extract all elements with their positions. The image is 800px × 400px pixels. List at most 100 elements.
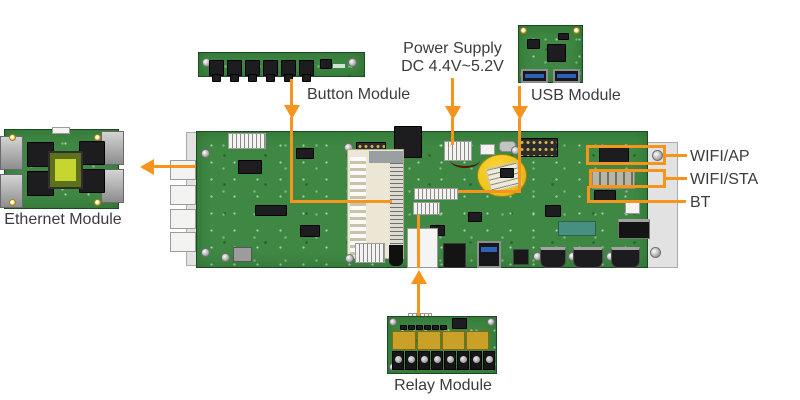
power-supply-label-line2: DC 4.4V~5.2V <box>401 58 504 75</box>
ethernet-transformer-cage <box>0 136 23 170</box>
wifi-sta-callout-line <box>666 177 687 180</box>
screw-hole <box>345 254 354 263</box>
button-leader-vertical <box>290 117 293 202</box>
relay-leader-vertical <box>417 215 420 268</box>
ic-chip <box>547 44 566 62</box>
usb-module-board <box>516 23 586 85</box>
chip-die <box>55 159 76 181</box>
screw-hole <box>94 134 101 141</box>
screw-hole <box>348 58 357 67</box>
terminal-block <box>431 351 443 370</box>
wifi-ap-callout-line <box>666 154 687 157</box>
button-arrow-down-icon <box>284 105 300 119</box>
barcode-sticker <box>390 163 403 255</box>
ethernet-arrow-line <box>153 165 196 168</box>
mini-usb-port <box>233 247 252 262</box>
smd-part <box>424 325 431 330</box>
power-supply-label: Power Supply DC 4.4V~5.2V <box>385 40 520 76</box>
ethernet-arrow-left-icon <box>140 159 154 175</box>
button-stem <box>230 74 239 82</box>
wifi-sta-callout-box <box>589 169 666 188</box>
ethernet-transformer-cage <box>0 174 23 208</box>
ic-chip <box>468 212 482 222</box>
hdmi-port <box>611 247 640 268</box>
usb-port-black <box>443 243 466 268</box>
ic-chip <box>320 59 332 69</box>
power-arrow-line <box>451 78 454 107</box>
screw-hole <box>520 27 527 34</box>
usb-module-label: USB Module <box>531 87 621 104</box>
audio-jack <box>389 245 403 266</box>
button-stem <box>248 74 257 82</box>
hdmi-port <box>573 247 603 268</box>
board-connector <box>52 127 70 134</box>
usb-port <box>521 69 548 83</box>
side-connector <box>170 185 196 205</box>
ic-chip <box>238 160 262 174</box>
side-connector <box>170 232 196 252</box>
usb-port-tongue <box>557 74 576 78</box>
relay <box>442 331 465 350</box>
terminal-block <box>392 351 404 370</box>
usb-port <box>553 69 580 83</box>
ic-chip <box>296 148 314 159</box>
usb3-port <box>477 241 501 268</box>
screw-hole <box>201 248 210 257</box>
button-stem <box>212 74 221 82</box>
ic-chip <box>558 33 569 40</box>
smd-part <box>440 325 447 330</box>
ic-chip <box>500 168 514 178</box>
screw-hole <box>652 150 663 161</box>
bt-callout-line-horizontal <box>587 200 686 203</box>
terminal-block <box>483 351 495 370</box>
smd-part <box>416 325 423 330</box>
ic-chip <box>255 205 287 216</box>
socket-teeth <box>350 157 366 255</box>
hdmi-port <box>540 247 566 268</box>
micro-hdmi-port <box>618 219 650 239</box>
ic-chip <box>452 318 467 329</box>
relay <box>417 331 441 350</box>
relay-module-board <box>385 311 499 377</box>
usb-c-port <box>513 249 529 265</box>
ffc-connector <box>413 202 440 215</box>
relay-arrow-up-icon <box>411 270 427 284</box>
screw-hole <box>201 149 210 158</box>
smd-part <box>408 325 415 330</box>
usb-leader-vertical <box>518 118 521 193</box>
screw-hole <box>9 199 16 206</box>
smd-part <box>432 325 439 330</box>
usb-port-tongue <box>481 247 497 252</box>
wifi-sta-label: WIFI/STA <box>690 171 759 188</box>
button-leader-horizontal <box>290 200 392 203</box>
rj45-port <box>407 228 438 268</box>
usb-arrow-down-icon <box>512 106 528 120</box>
solder-pads <box>333 64 345 68</box>
wafer-connector <box>355 243 385 263</box>
socket-cap <box>369 151 403 163</box>
terminal-block <box>470 351 482 370</box>
button-module-board <box>196 48 368 82</box>
side-connector <box>170 160 196 180</box>
wifi-sta-module <box>592 171 635 189</box>
screw-hole <box>389 318 397 326</box>
dimm-socket <box>347 149 404 259</box>
usb-leader-horizontal <box>458 190 520 193</box>
pin-header <box>228 133 266 149</box>
button-stem <box>266 74 275 82</box>
small-connector <box>625 202 640 214</box>
relay <box>466 331 489 350</box>
small-connector <box>480 144 495 155</box>
ic-chip <box>300 225 320 237</box>
power-supply-label-line1: Power Supply <box>403 40 502 57</box>
terminal-block <box>405 351 417 370</box>
ic-chip <box>545 205 561 217</box>
relay-module-label: Relay Module <box>394 377 492 394</box>
ffc-connector <box>414 188 458 200</box>
button-arrow-line <box>290 79 293 106</box>
screw-hole <box>94 199 101 206</box>
side-connector <box>170 209 196 229</box>
terminal-block <box>418 351 430 370</box>
terminal-block <box>457 351 469 370</box>
